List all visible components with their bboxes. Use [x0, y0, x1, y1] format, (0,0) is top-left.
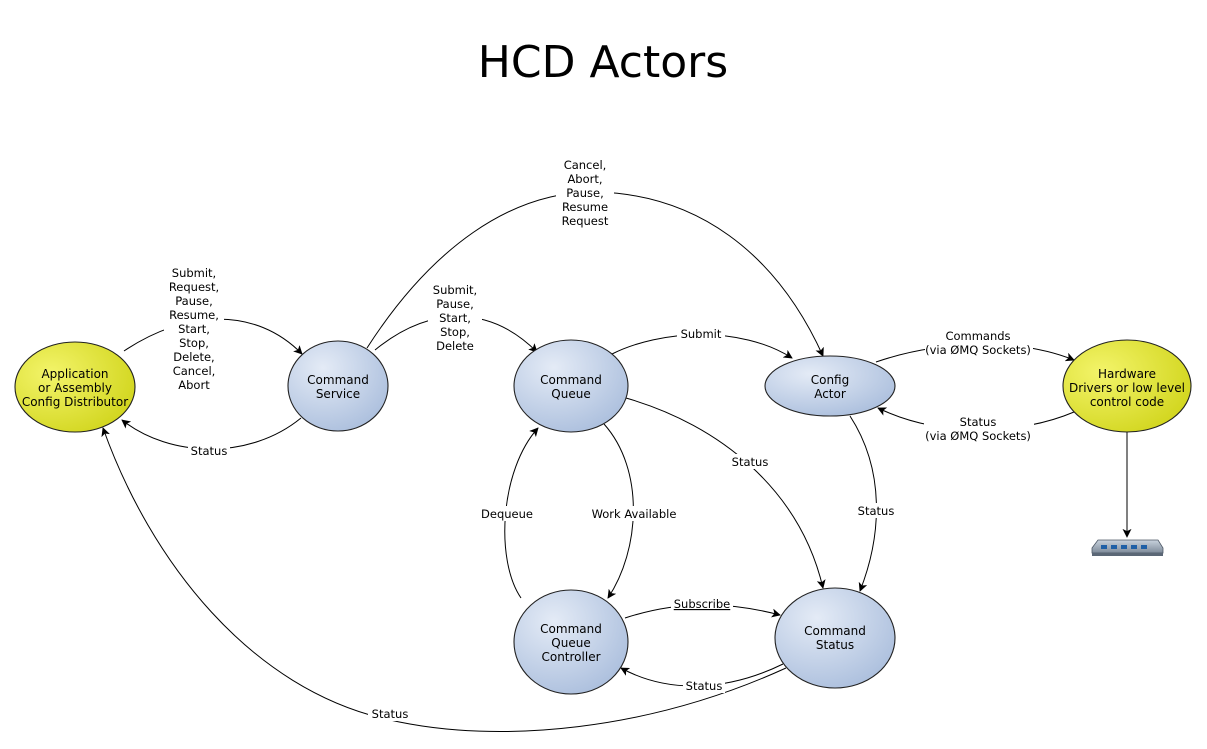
edge-label-queue-to-controller-line: Work Available	[592, 507, 677, 521]
edge-label-queue-to-config-box: Submit	[677, 326, 725, 341]
edge-label-app-to-service-line: Delete,	[173, 350, 214, 364]
edge-label-service-to-app: Status	[191, 444, 228, 458]
edge-labels: Submit,Request,Pause,Resume,Start,Stop,D…	[164, 157, 1034, 721]
edge-label-app-to-service-line: Resume,	[169, 308, 219, 322]
edge-label-service-to-app-line: Status	[191, 444, 228, 458]
node-label-queue-controller-line: Controller	[541, 650, 600, 664]
edge-label-status-to-app: Status	[372, 707, 409, 721]
node-app	[14, 341, 136, 433]
node-label-config-actor-line: Config	[811, 373, 850, 387]
edge-label-status-to-controller-box: Status	[683, 678, 725, 693]
edge-label-service-to-queue-line: Submit,	[433, 283, 477, 297]
edge-label-service-to-config-line: Request	[562, 214, 609, 228]
edge-label-app-to-service-line: Stop,	[179, 336, 209, 350]
node-queue-controller	[513, 589, 629, 695]
edge-label-controller-to-queue-box: Dequeue	[478, 506, 536, 521]
edge-label-hw-to-config-box: Status(via ØMQ Sockets)	[924, 415, 1034, 444]
edge-label-controller-to-status: Subscribe	[674, 597, 731, 611]
edge-label-config-to-hw-box: Commands(via ØMQ Sockets)	[925, 329, 1033, 358]
edge-label-service-to-queue-line: Pause,	[436, 297, 473, 311]
node-label-command-status-line: Status	[816, 638, 854, 652]
edge-label-status-to-app-line: Status	[372, 707, 409, 721]
edge-label-config-to-hw: Commands(via ØMQ Sockets)	[925, 329, 1031, 357]
edge-label-status-to-controller-line: Status	[686, 679, 723, 693]
node-label-command-service-line: Command	[307, 373, 369, 387]
node-label-app-line: Config Distributor	[22, 395, 128, 409]
node-label-config-actor-line: Actor	[814, 387, 846, 401]
edge-label-config-to-status-line: Status	[858, 504, 895, 518]
node-label-hardware-line: Drivers or low level	[1069, 381, 1185, 395]
edge-label-hw-to-config-line: Status	[960, 415, 997, 429]
edge-label-service-to-config-line: Resume	[562, 200, 608, 214]
edge-label-service-to-queue-line: Start,	[439, 311, 471, 325]
node-label-app-line: Application	[41, 367, 108, 381]
node-label-command-status-line: Command	[804, 624, 866, 638]
node-label-queue-controller-line: Command	[540, 622, 602, 636]
edge-label-queue-to-status-line: Status	[732, 455, 769, 469]
edge-label-queue-to-controller-box: Work Available	[588, 506, 682, 521]
edge-label-config-to-hw-line: (via ØMQ Sockets)	[925, 343, 1031, 357]
edge-label-hw-to-config-line: (via ØMQ Sockets)	[925, 429, 1031, 443]
node-command-service	[287, 340, 389, 432]
edge-label-service-to-config-line: Cancel,	[564, 158, 607, 172]
edge-label-service-to-queue-line: Stop,	[440, 325, 470, 339]
edge-label-status-to-app-box: Status	[368, 706, 410, 721]
edge-label-queue-to-status-box: Status	[729, 454, 771, 469]
edge-label-app-to-service-line: Cancel,	[173, 364, 216, 378]
edge-label-app-to-service: Submit,Request,Pause,Resume,Start,Stop,D…	[169, 266, 219, 392]
node-label-command-queue-line: Command	[540, 373, 602, 387]
network-hub-icon	[1091, 539, 1164, 556]
node-label-hardware-line: control code	[1090, 395, 1164, 409]
edge-label-service-to-config-line: Pause,	[566, 186, 603, 200]
edge-label-service-to-queue-box: Submit,Pause,Start,Stop,Delete	[428, 283, 482, 353]
edge-label-service-to-queue: Submit,Pause,Start,Stop,Delete	[433, 283, 477, 353]
edge-label-status-to-controller: Status	[686, 679, 723, 693]
node-command-queue	[513, 339, 629, 433]
edge-label-controller-to-queue-line: Dequeue	[481, 507, 533, 521]
edge-label-app-to-service-line: Pause,	[175, 294, 212, 308]
node-config-actor	[764, 355, 896, 417]
node-label-queue-controller-line: Queue	[551, 636, 590, 650]
node-label-hardware-line: Hardware	[1098, 367, 1156, 381]
edge-label-controller-to-status-box: Subscribe	[671, 596, 733, 611]
edge-label-controller-to-queue: Dequeue	[481, 507, 533, 521]
node-label-command-service-line: Service	[316, 387, 360, 401]
edge-label-service-to-app-box: Status	[188, 443, 230, 458]
edge-config-to-status	[849, 415, 877, 592]
node-label-command-queue-line: Queue	[551, 387, 590, 401]
edge-label-app-to-service-line: Start,	[178, 322, 210, 336]
edge-label-app-to-service-box: Submit,Request,Pause,Resume,Start,Stop,D…	[164, 266, 224, 392]
edge-label-config-to-status: Status	[858, 504, 895, 518]
edge-label-queue-to-config-line: Submit	[681, 327, 722, 341]
edge-label-config-to-status-box: Status	[855, 503, 897, 518]
edge-label-app-to-service-line: Submit,	[172, 266, 216, 280]
node-command-status	[774, 587, 896, 689]
edge-label-controller-to-status-line: Subscribe	[674, 597, 731, 611]
nodes	[14, 339, 1192, 695]
edge-label-config-to-hw-line: Commands	[945, 329, 1010, 343]
node-label-app-line: or Assembly	[38, 381, 112, 395]
edge-label-queue-to-config: Submit	[681, 327, 722, 341]
edge-label-app-to-service-line: Request,	[169, 280, 219, 294]
edge-label-queue-to-status: Status	[732, 455, 769, 469]
edge-label-queue-to-controller: Work Available	[592, 507, 677, 521]
edge-label-service-to-config-line: Abort,	[567, 172, 602, 186]
edge-label-app-to-service-line: Abort	[178, 378, 210, 392]
node-hardware	[1062, 339, 1192, 433]
page-title: HCD Actors	[478, 37, 728, 88]
edge-queue-to-status	[625, 397, 826, 589]
edge-label-service-to-queue-line: Delete	[436, 339, 474, 353]
edge-label-hw-to-config: Status(via ØMQ Sockets)	[925, 415, 1031, 443]
